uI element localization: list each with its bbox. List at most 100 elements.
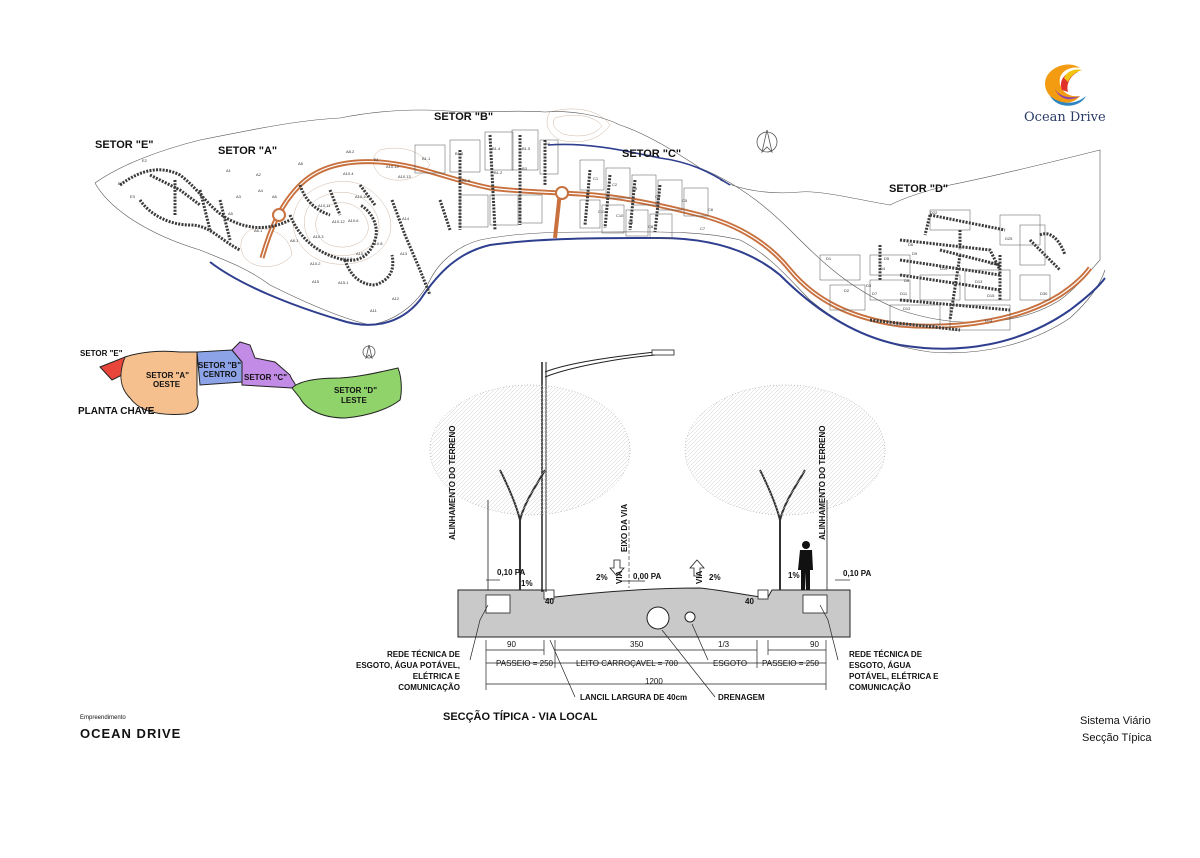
lot-code: D6 [908, 242, 914, 247]
sector-d-label: SETOR "D" [889, 183, 949, 195]
lancil-label: LANCIL LARGURA DE 40cm [580, 693, 688, 702]
lot-code: D7 [872, 291, 878, 296]
lot-code: B1 [374, 157, 380, 162]
key-zone-d [291, 367, 402, 419]
lot-code: D25 [1005, 236, 1013, 241]
lot-code: A11 [370, 308, 378, 313]
axis-label: EIXO DA VIA [620, 503, 629, 552]
lot-code: B1.2 [494, 170, 503, 175]
lot-code: D13 [975, 279, 983, 284]
lot-code: A10.14 [386, 164, 399, 169]
drenagem-label: DRENAGEM [718, 693, 765, 702]
lot-code: E2 [142, 158, 148, 163]
rede-left-line: REDE TÉCNICA DE [386, 650, 460, 659]
lot-code: A10.5 [342, 256, 353, 261]
tree-right-icon [684, 384, 886, 590]
lot-code: C8 [648, 224, 654, 229]
lot-code: A8.2 [346, 149, 355, 154]
alignment-left-label: ALINHAMENTO DO TERRENO [448, 425, 457, 540]
lot-code: A10.13 [398, 174, 411, 179]
key-sub-d: LESTE [341, 396, 367, 405]
lot-code: A8 [298, 161, 304, 166]
lot-code: A6.1 [254, 228, 263, 233]
passeio-left-dim: PASSEIO = 250 [496, 659, 553, 668]
dim-350: 350 [630, 640, 644, 649]
rede-left-line: ELÉTRICA E [412, 672, 460, 681]
lot-code: C9 [628, 220, 634, 225]
lot-code: A10.10 [355, 194, 368, 199]
lot-code: E1 [118, 181, 124, 186]
alignment-right-label: ALINHAMENTO DO TERRENO [818, 425, 827, 540]
developer-name: OCEAN DRIVE [80, 726, 182, 741]
pedestrian-icon [798, 541, 813, 590]
slope-right-walk: 1% [788, 571, 800, 580]
rede-left-line: COMUNICAÇÃO [398, 683, 460, 692]
kerb-left-dim: 40 [545, 597, 554, 606]
roundabouts [272, 186, 569, 222]
rede-tecnica-right: REDE TÉCNICA DE ESGOTO, ÁGUA POTÁVEL, EL… [849, 649, 959, 693]
rede-tecnica-left: REDE TÉCNICA DE ESGOTO, ÁGUA POTÁVEL, EL… [356, 649, 460, 693]
lot-code: A14 [402, 216, 410, 221]
lot-code: B1.4 [492, 146, 501, 151]
lot-code: C2 [612, 182, 618, 187]
sheet-title-line1: Sistema Viário [1080, 715, 1151, 727]
leito-dim: LEITO CARROÇAVEL = 700 [576, 659, 678, 668]
lot-code: A5 [228, 211, 234, 216]
key-plan-title: PLANTA CHAVE [78, 406, 155, 417]
lot-code: C7 [700, 226, 706, 231]
lot-code: D3 [866, 283, 872, 288]
lot-code: D9 [912, 251, 918, 256]
tree-left-icon [429, 384, 631, 590]
lot-code: A10.4 [343, 171, 354, 176]
slope-left-walk: 1% [521, 579, 533, 588]
lot-code: C3 [632, 186, 638, 191]
lot-code: D15 [987, 293, 995, 298]
lot-code: A15 [312, 279, 320, 284]
total-width-dim: 1200 [645, 677, 663, 686]
key-label-d: SETOR "D" [334, 386, 377, 395]
lot-code: A10.8 [372, 241, 383, 246]
key-zone-a [120, 350, 199, 415]
pa-center-label: 0,00 PA [633, 572, 662, 581]
passeio-right-dim: PASSEIO = 250 [762, 659, 819, 668]
lot-parcels [414, 129, 1051, 331]
lot-code: D1 [826, 256, 832, 261]
lot-code: A10.6 [348, 218, 359, 223]
lot-code: D5 [884, 256, 890, 261]
lot-code: C6 [708, 207, 714, 212]
lot-code: B1.1 [422, 156, 431, 161]
pa-left-label: 0,10 PA [497, 568, 526, 577]
lot-code: B1.3 [455, 151, 464, 156]
local-roads [119, 134, 1067, 332]
ocean-drive-logo-icon [1045, 64, 1086, 106]
rede-right-line: ESGOTO, ÁGUA [849, 661, 912, 670]
brand-name: Ocean Drive [1024, 110, 1106, 125]
key-label-b: SETOR "B" [198, 361, 241, 370]
lot-code: A6 [272, 194, 278, 199]
sector-b-label: SETOR "B" [434, 111, 494, 123]
via-left-label: VIA [615, 570, 624, 584]
slope-left-road: 2% [596, 573, 608, 582]
slope-right-road: 2% [709, 573, 721, 582]
sector-a-label: SETOR "A" [218, 145, 278, 157]
developer-caption: Empreendimento [80, 715, 126, 721]
lot-code: C5 [682, 198, 688, 203]
dim-90-right: 90 [810, 640, 819, 649]
lot-code: D12 [903, 306, 911, 311]
lot-code-labels: E1E2E3A1A2A3A4A5A6A6.1A8A8.1A8.2A10.2A10… [118, 141, 1048, 323]
lot-code: A8.1 [290, 238, 299, 243]
key-label-c: SETOR "C" [244, 373, 287, 382]
lot-code: D11 [900, 291, 908, 296]
lot-code: A4 [258, 188, 264, 193]
lot-code: A13 [400, 251, 408, 256]
key-label-e: SETOR "E" [80, 349, 123, 358]
rede-right-line: COMUNICAÇÃO [849, 683, 911, 692]
site-boundary [94, 109, 1106, 354]
section-title: SECÇÃO TÍPICA - VIA LOCAL [443, 711, 598, 723]
lot-code: D22 [930, 210, 938, 215]
lot-code: B3 [522, 166, 528, 171]
lot-code: C4 [655, 194, 661, 199]
lot-code: A3 [236, 194, 242, 199]
lot-code: B4 [545, 141, 551, 146]
